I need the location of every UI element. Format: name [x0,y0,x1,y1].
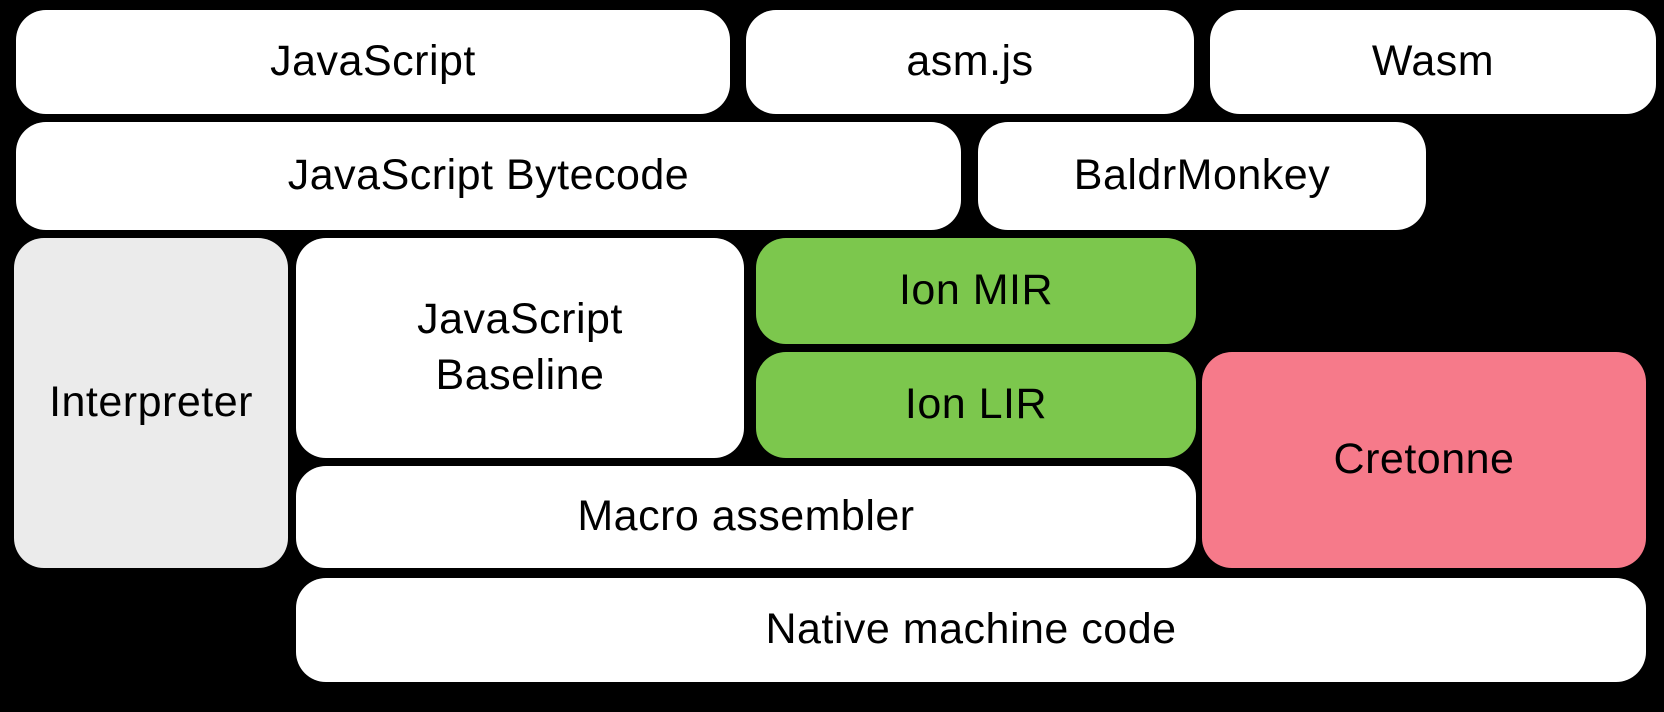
box-asmjs: asm.js [746,10,1194,114]
box-baldrmonkey-label: BaldrMonkey [1073,151,1331,200]
box-macro-assembler-label: Macro assembler [577,492,915,541]
box-native-machine-code-label: Native machine code [765,605,1177,654]
box-ion-lir-label: Ion LIR [904,380,1048,429]
box-wasm-label: Wasm [1371,37,1495,86]
box-wasm: Wasm [1210,10,1656,114]
box-javascript-bytecode: JavaScript Bytecode [16,122,961,230]
box-macro-assembler: Macro assembler [296,466,1196,568]
box-cretonne-label: Cretonne [1333,435,1515,484]
box-javascript-baseline-line1: JavaScript [417,295,623,344]
box-interpreter: Interpreter [14,238,288,568]
box-asmjs-label: asm.js [906,37,1034,86]
box-ion-mir: Ion MIR [756,238,1196,344]
box-javascript: JavaScript [16,10,730,114]
box-ion-lir: Ion LIR [756,352,1196,458]
box-ion-mir-label: Ion MIR [898,266,1054,315]
box-javascript-bytecode-label: JavaScript Bytecode [287,151,690,200]
box-javascript-baseline-line2: Baseline [435,351,605,399]
box-interpreter-label: Interpreter [49,378,253,427]
box-baldrmonkey: BaldrMonkey [978,122,1426,230]
box-javascript-label: JavaScript [270,37,476,86]
box-javascript-baseline: JavaScript Baseline [296,238,744,458]
box-cretonne: Cretonne [1202,352,1646,568]
box-native-machine-code: Native machine code [296,578,1646,682]
box-javascript-baseline-label: JavaScript Baseline [417,292,623,404]
